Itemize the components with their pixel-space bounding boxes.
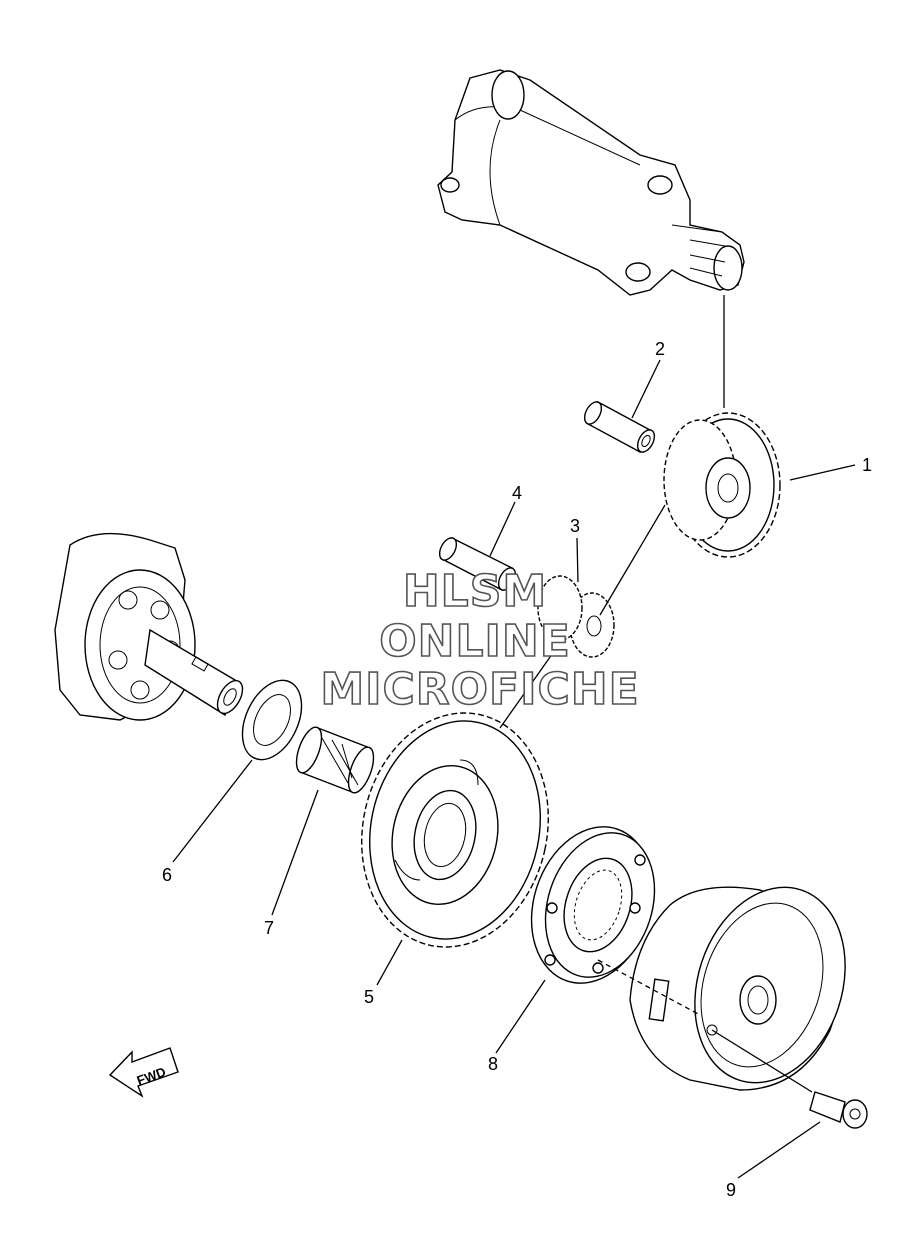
part-4-shaft (438, 537, 517, 591)
part-7-needle-bearing (295, 726, 375, 794)
callout-9: 9 (726, 1180, 736, 1200)
starter-motor-drawing (437, 69, 745, 296)
part-9-bolt (809, 1091, 868, 1129)
fwd-direction-arrow: FWD (108, 1047, 179, 1098)
callout-4: 4 (512, 483, 522, 503)
crankshaft-drawing (54, 532, 244, 721)
flywheel-rotor (629, 886, 846, 1091)
leader-lines (172, 359, 856, 1179)
watermark-line-1: HLSM (403, 566, 547, 617)
part-2-pin (583, 401, 656, 453)
callout-3: 3 (570, 516, 580, 536)
part-5-starter-wheel-gear (361, 712, 549, 948)
watermark-line-2: ONLINE (379, 616, 571, 667)
watermark-line-3: MICROFICHE (320, 664, 639, 715)
callout-7: 7 (264, 918, 274, 938)
part-8-one-way-clutch (530, 826, 656, 984)
part-6-washer (241, 679, 303, 761)
part-1-idler-gear (663, 412, 781, 558)
watermark: HLSM ONLINE MICROFICHE (320, 565, 640, 716)
callout-1: 1 (862, 455, 872, 475)
callout-5: 5 (364, 987, 374, 1007)
callout-2: 2 (655, 339, 665, 359)
callout-6: 6 (162, 865, 172, 885)
callout-8: 8 (488, 1054, 498, 1074)
